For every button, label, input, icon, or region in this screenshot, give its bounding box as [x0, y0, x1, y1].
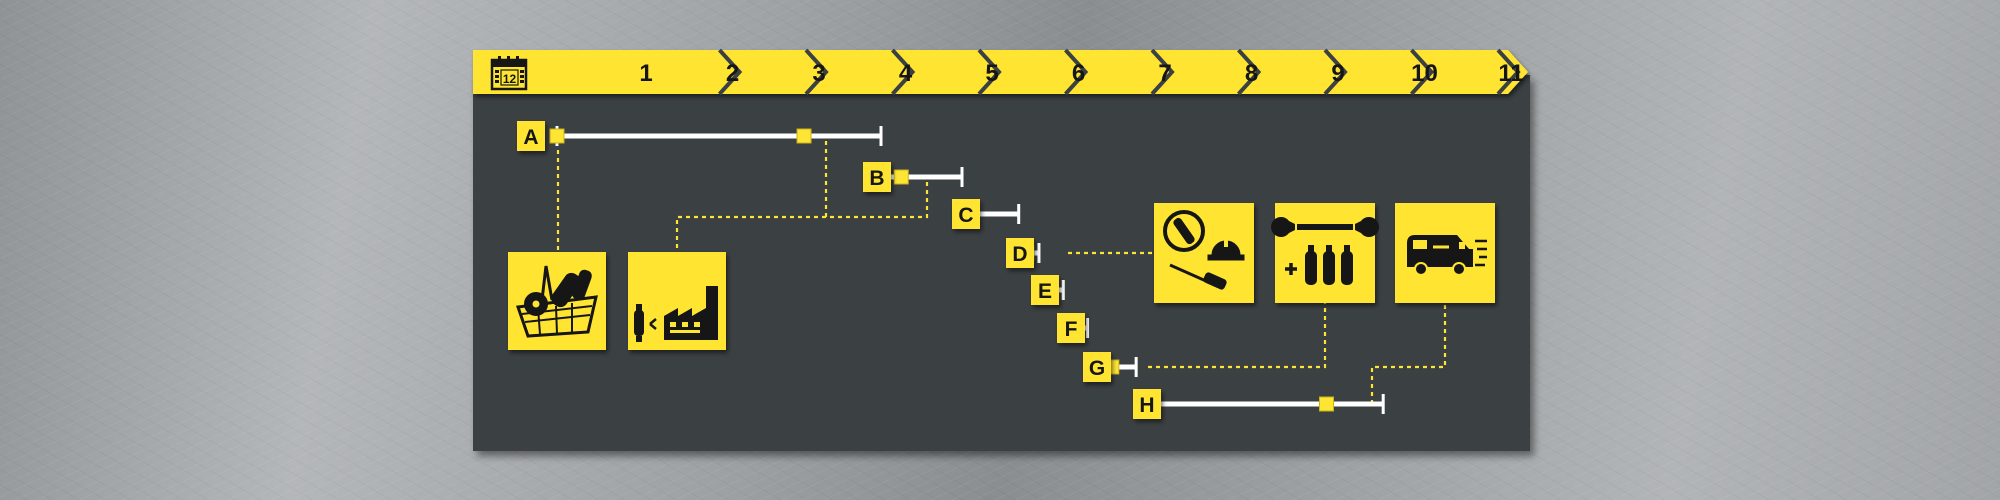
task-label-box	[863, 162, 891, 192]
header-chevron-divider	[1496, 48, 1521, 96]
service-van-icon	[1407, 235, 1487, 276]
calendar-icon: 12	[490, 56, 528, 91]
task-label-a: A	[523, 126, 538, 149]
task-bar-b	[881, 174, 962, 180]
header-step-label: 2	[726, 60, 739, 87]
task-label-box	[1083, 352, 1111, 382]
header-step-label: 4	[899, 60, 913, 87]
task-label-d: D	[1012, 243, 1027, 266]
resource-tile-service-van	[1395, 203, 1495, 303]
task-milestone-marker	[1319, 396, 1334, 412]
header-chevron-divider	[1150, 48, 1175, 96]
header-step-label: 7	[1158, 60, 1171, 87]
header-step-label: 10	[1411, 60, 1438, 87]
header-chevron-divider	[891, 48, 916, 96]
task-bar-end-cap	[1017, 204, 1021, 224]
header-chevron-divider	[718, 48, 743, 96]
task-label-h: H	[1139, 394, 1154, 417]
task-bar-end-cap	[1086, 318, 1090, 338]
header-chevron-divider	[1323, 48, 1348, 96]
connector-g-to-wrench	[1148, 303, 1327, 369]
task-bar-end-cap	[879, 126, 883, 146]
header-step-labels: 1 2 3 4 5 6 7 8 9 10 11	[639, 60, 1523, 87]
connector-h-to-van	[1370, 303, 1447, 404]
task-label-e: E	[1038, 280, 1052, 303]
task-label-box	[1133, 389, 1161, 419]
wrench-plus-cylinders-icon	[1271, 217, 1379, 285]
task-label-b: B	[869, 167, 884, 190]
header-step-label: 11	[1498, 60, 1523, 87]
task-label-f: F	[1065, 318, 1078, 341]
task-bar-c	[962, 211, 1019, 217]
calendar-number: 12	[503, 72, 517, 86]
factory-cylinder-icon	[634, 286, 718, 342]
connector-a-b-to-factory	[675, 141, 929, 252]
header-step-label: 1	[639, 60, 652, 87]
header-step-label: 3	[812, 60, 825, 87]
resource-tile-factory	[628, 252, 726, 350]
header-chevron-divider	[1410, 48, 1435, 96]
header-chevron-divider	[804, 48, 829, 96]
task-milestone-marker	[893, 169, 909, 185]
task-bar-end-cap	[960, 167, 964, 187]
task-label-c: C	[958, 204, 973, 227]
task-label-box	[517, 121, 545, 151]
inspection-helmet-screwdriver-icon	[1163, 210, 1245, 290]
task-label-box	[1006, 238, 1034, 268]
task-label-box	[952, 199, 980, 229]
task-milestone-marker	[549, 128, 565, 144]
task-bar-a	[557, 133, 881, 139]
task-bar-end-cap	[1381, 394, 1385, 414]
task-bar-end-cap	[1061, 280, 1065, 300]
task-label-g: G	[1089, 357, 1105, 380]
task-bar-end-cap	[1037, 243, 1041, 263]
header-step-label: 9	[1331, 60, 1344, 87]
header-chevron-divider	[977, 48, 1002, 96]
resource-tile-wrench-parts	[1271, 203, 1379, 303]
task-bar-h	[1136, 401, 1384, 407]
header-step-label: 5	[985, 60, 998, 87]
resource-tile-inspection	[1154, 203, 1254, 303]
header-chevron-divider	[1064, 48, 1089, 96]
task-bar-end-cap	[1134, 357, 1138, 377]
header-step-label: 8	[1245, 60, 1258, 87]
task-label-box	[1031, 275, 1059, 305]
parts-basket-icon	[515, 265, 598, 338]
task-label-box	[1057, 313, 1085, 343]
resource-tile-parts-basket	[508, 252, 606, 350]
dependency-connectors	[556, 141, 1447, 404]
header-step-label: 6	[1072, 60, 1085, 87]
task-milestone-marker	[796, 128, 812, 144]
header-chevrons	[718, 48, 1521, 96]
header-chevron-divider	[1237, 48, 1262, 96]
